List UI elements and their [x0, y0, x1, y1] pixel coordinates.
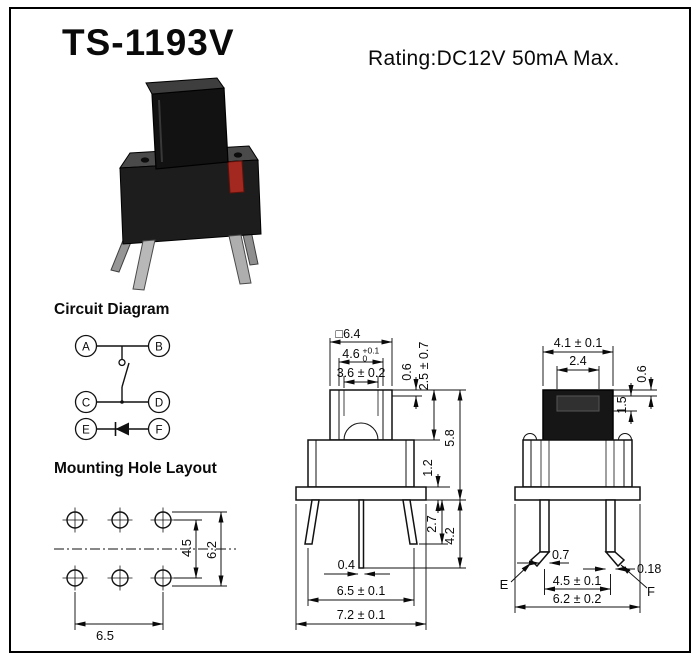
terminal-d-label: D — [155, 398, 163, 410]
hole — [107, 565, 133, 591]
right-leg — [402, 499, 418, 545]
mounting-hole-heading: Mounting Hole Layout — [54, 460, 217, 477]
hole — [150, 507, 176, 533]
left-foot — [529, 551, 551, 568]
page-title: TS-1193V — [62, 22, 235, 63]
dim-step: 1.2 — [421, 459, 435, 476]
base-flange — [295, 486, 427, 501]
circuit-diagram-heading: Circuit Diagram — [54, 301, 170, 318]
dim-pin-span: 6.5 ± 0.1 — [337, 584, 386, 598]
body-vent-hole — [140, 157, 150, 163]
product-photo — [110, 77, 262, 291]
led-dome — [343, 422, 379, 441]
dim-top-gap-side: 0.6 — [635, 365, 649, 382]
circuit-wires — [96, 345, 149, 436]
plunger-outline — [329, 389, 393, 441]
hole — [62, 565, 88, 591]
terminal-d-circle — [147, 390, 171, 414]
dim-leg-long: 4.2 — [443, 527, 457, 544]
dim-leg-width: 0.7 — [552, 548, 569, 562]
terminal-b-circle — [147, 334, 171, 358]
terminal-b-label: B — [155, 342, 163, 354]
dim-leg-thickness: 0.18 — [637, 562, 661, 576]
front-right-pin — [228, 234, 252, 285]
left-leg-side — [539, 499, 550, 553]
diode-symbol — [115, 422, 129, 436]
dim-c: 4.6 — [342, 347, 359, 361]
mounting-dimensions: 4.5 6.2 6.5 — [74, 511, 227, 643]
dim-plunger: 3.6 ± 0.2 — [337, 366, 386, 380]
base-flange-side — [514, 486, 641, 501]
dim-cap-inner-tol-lower: 0 — [363, 354, 368, 364]
side-view-drawing: 4.1 ± 0.1 2.4 0.6 1.5 0.7 0.18 — [500, 336, 661, 613]
terminal-c-circle — [74, 390, 98, 414]
body-bump — [523, 433, 537, 441]
plunger-highlight — [158, 99, 163, 163]
dim-base-width: 7.2 ± 0.1 — [337, 608, 386, 622]
body-outline — [307, 439, 415, 488]
terminal-c-label: C — [82, 398, 90, 410]
front-view-part — [295, 389, 427, 569]
dim-hole-span: 6.5 — [96, 628, 114, 643]
front-view-drawing: □6.4 4.6 +0.1 0 3.6 ± 0.2 0.6 2.5 ± 0.7 — [295, 327, 466, 630]
body-side — [522, 439, 633, 488]
terminal-f-callout: F — [647, 584, 655, 599]
dim-leg-span: 4.5 ± 0.1 — [553, 574, 602, 588]
terminal-a-circle — [74, 334, 98, 358]
terminal-e-callout: E — [500, 577, 509, 592]
hole — [62, 507, 88, 533]
terminal-e-label: E — [82, 425, 90, 437]
led-window — [556, 395, 600, 412]
dim-leg-short: 2.7 — [425, 515, 439, 532]
dim-row-spacing: 4.5 — [179, 539, 194, 557]
switch-blade — [121, 362, 130, 388]
page-border — [9, 7, 691, 653]
switch-contact — [118, 358, 126, 367]
front-left-pin — [132, 239, 156, 291]
terminal-f-label: F — [155, 425, 162, 437]
dim-pin-width: 0.4 — [338, 558, 355, 572]
plunger-top-face — [145, 77, 225, 95]
circuit-terminals: A B C D E F — [74, 334, 171, 441]
rating-text: Rating:DC12V 50mA Max. — [368, 47, 620, 70]
mounting-hole-layout: 4.5 6.2 6.5 — [54, 507, 236, 643]
right-foot — [604, 551, 626, 568]
terminal-e-circle — [74, 417, 98, 441]
left-leg — [304, 499, 320, 545]
dim-height: 5.8 — [443, 429, 457, 446]
body-vent-hole — [233, 152, 243, 158]
front-view-dimensions: □6.4 4.6 +0.1 0 3.6 ± 0.2 0.6 2.5 ± 0.7 — [295, 327, 466, 630]
hole — [150, 565, 176, 591]
dim-cap-inner-tol-upper: +0.1 — [363, 346, 380, 356]
dim-cap-square: □6.4 — [336, 327, 361, 341]
switch-photo-illustration — [110, 77, 262, 291]
center-pin — [358, 499, 365, 569]
side-view-dimensions: 4.1 ± 0.1 2.4 0.6 1.5 0.7 0.18 — [500, 336, 661, 613]
red-led-window — [227, 160, 245, 194]
dim-step-side: 1.5 — [615, 396, 629, 413]
dim-travel: 2.5 ± 0.7 — [417, 342, 431, 391]
dim-outer-span: 6.2 — [204, 541, 219, 559]
mounting-holes — [62, 507, 176, 591]
side-view-part — [514, 389, 641, 568]
plunger-front-face — [151, 87, 229, 170]
dim-window: 2.4 — [569, 354, 586, 368]
body-bump — [618, 433, 632, 441]
dim-cap-width: 4.1 ± 0.1 — [554, 336, 603, 350]
hole — [107, 507, 133, 533]
circuit-diagram: A B C D E F — [74, 334, 171, 441]
dim-top-gap: 0.6 — [400, 363, 414, 380]
right-leg-side — [605, 499, 616, 553]
dim-base-width-side: 6.2 ± 0.2 — [553, 592, 602, 606]
terminal-a-label: A — [82, 342, 90, 354]
terminal-f-circle — [147, 417, 171, 441]
